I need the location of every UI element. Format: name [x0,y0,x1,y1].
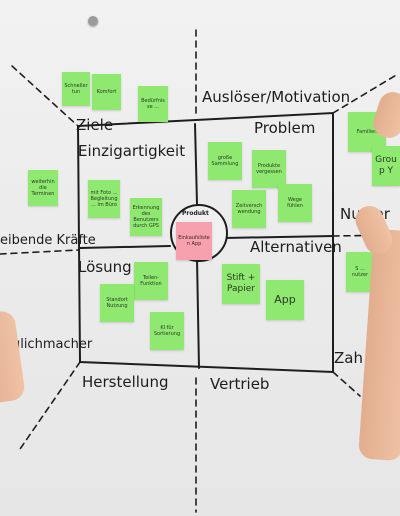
heading-vertrieb: Vertrieb [210,375,270,393]
heading-produkt: Produkt [182,210,209,217]
sticky-note-einzigartigkeit: mit Foto ... Begleitung ... im Büro [88,180,120,218]
heading-moeglichmacher: öglichmacher [4,337,93,352]
sticky-note-einzigartigkeit: Erkennung des Benutzers durch GPS [130,198,162,236]
heading-treibende-kraefte: eibende Kräfte [0,233,96,248]
sticky-note-problem: Wege fühlen [278,184,312,222]
sticky-note-kraefte: weiterhin die Terminen [28,170,58,206]
heading-problem: Problem [254,119,316,137]
heading-alternativen: Alternativen [250,238,342,256]
heading-zah: Zah [334,349,363,367]
sticky-note-nutzer: Group Y [372,146,400,186]
heading-loesung: Lösung [78,258,132,276]
sticky-note-alternativen: Stift + Papier [222,264,260,304]
heading-ausloeser: Auslöser/Motivation [202,88,351,106]
sticky-note-ziele: Bedürfnisse ... [138,86,168,122]
sticky-note-problem: Zeitverschwendung [232,190,266,228]
heading-ziele: Ziele [76,116,114,134]
sticky-note-produkt: Einkaufslisten App [176,222,212,260]
sticky-note-ziele: Komfort [92,74,121,110]
sticky-note-loesung: Teilen-Funktion [134,262,168,300]
sticky-note-ziele: Schneller tun [62,72,90,106]
heading-einzigartigkeit: Einzigartigkeit [78,142,186,160]
heading-herstellung: Herstellung [82,373,169,391]
sticky-note-problem: große Sammlung [208,142,242,180]
sticky-note-loesung: KI für Sortierung [150,312,184,350]
pushpin [88,16,98,26]
sticky-note-problem: Produkte vergessen [252,150,286,188]
sticky-note-alternativen: App [266,280,304,320]
sticky-note-loesung: Standort Nutzung [100,284,134,322]
